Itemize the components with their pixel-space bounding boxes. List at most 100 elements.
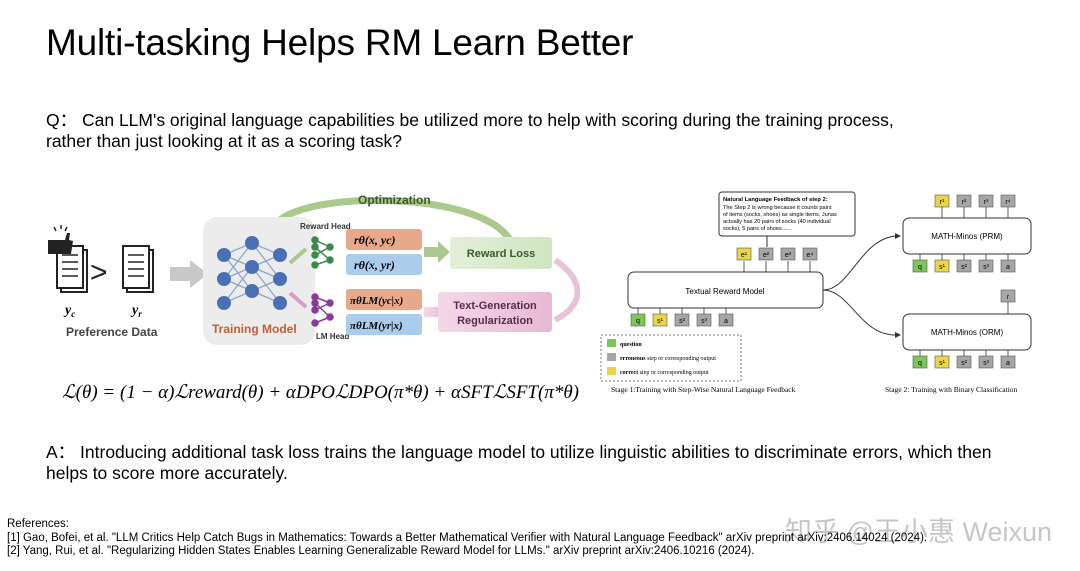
text-gen-box (438, 292, 552, 332)
question-text: Q： Can LLM's original language capabilit… (46, 110, 1056, 152)
reward-chosen-text: rθ(x, yc) (354, 233, 396, 247)
feedback-line: socks), 5 pairs of shoes...... (723, 226, 792, 232)
token (934, 355, 950, 369)
text-gen-label-2: Regularization (457, 315, 533, 327)
token-label: s² (679, 318, 686, 325)
token (736, 247, 752, 261)
token (758, 247, 774, 261)
reward-rejected-text: rθ(x, yr) (354, 258, 395, 272)
token (956, 355, 972, 369)
rejected-document-icon (122, 245, 154, 293)
thumbs-up-icon (48, 225, 73, 254)
feedback-line: of items (socks, shoes) as single items.… (723, 212, 837, 218)
legend-box (600, 334, 742, 382)
arrow-to-prm (822, 235, 896, 291)
answer-text: A： Introducing additional task loss trai… (46, 442, 1056, 484)
yr-label: yr (130, 303, 142, 319)
token (1000, 259, 1016, 273)
greater-than-sign: > (90, 256, 108, 289)
token (696, 313, 712, 327)
stage1-input-tokens: q s¹ s² s³ a (630, 313, 734, 327)
legend-swatch-question (607, 339, 616, 347)
token-label: e³ (785, 252, 792, 259)
prm-model-box (902, 217, 1032, 255)
input-arrow (170, 260, 208, 288)
policy-rejected-text: πθLM(yr|x) (350, 320, 403, 332)
token (978, 355, 994, 369)
references-heading: References: (7, 518, 70, 530)
reference-item: [1] Gao, Bofei, et al. "LLM Critics Help… (7, 531, 928, 544)
reference-item: [2] Yang, Rui, et al. "Regularizing Hidd… (7, 545, 755, 557)
legend-item: question (620, 342, 642, 348)
reward-head-label: Reward Head (300, 222, 351, 231)
policy-chosen-box (346, 289, 422, 310)
orm-output-label: r (1007, 294, 1010, 301)
token (718, 313, 734, 327)
token (780, 247, 796, 261)
answer-line-2: helps to score more accurately. (46, 463, 288, 483)
stage1-output-tokens: e¹ e² e³ e⁴ (736, 247, 818, 261)
orm-model-box (902, 313, 1032, 351)
loss-formula: ℒ(θ) = (1 − α)ℒreward(θ) + αDPOℒDPO(π*θ)… (62, 382, 579, 403)
token-label: r⁴ (1005, 199, 1010, 206)
references: References: [1] Gao, Bofei, et al. "LLM … (7, 518, 1007, 559)
token (652, 313, 668, 327)
feedback-line: The Step 2 is wrong because it counts pa… (723, 205, 832, 211)
token-label: a (724, 318, 728, 325)
feedback-box (718, 191, 856, 237)
token-label: q (918, 360, 922, 367)
policy-chosen-text: πθLM(yc|x) (350, 295, 403, 307)
optimization-label: Optimization (358, 193, 431, 207)
token (912, 355, 928, 369)
token (802, 247, 818, 261)
lm-head-icon (311, 293, 334, 327)
watermark: 知乎 @王小惠 Weixun (785, 517, 1052, 547)
reward-rejected-box (346, 254, 422, 275)
policy-rejected-box (346, 314, 422, 335)
token (934, 259, 950, 273)
token (674, 313, 690, 327)
token (630, 313, 646, 327)
reward-head-icon (311, 236, 334, 269)
question-line-1: Q： Can LLM's original language capabilit… (46, 110, 894, 130)
prm-input-tokens: q s¹ s² s³ a (912, 259, 1016, 273)
token-label: s² (961, 264, 968, 271)
preference-data-label: Preference Data (66, 325, 158, 339)
token-label: e⁴ (807, 252, 814, 259)
legend-item: erroneous step or corresponding output (620, 356, 716, 362)
token-label: s³ (701, 318, 708, 325)
reward-loss-label: Reward Loss (467, 248, 535, 260)
token-label: s¹ (939, 264, 946, 271)
token (978, 259, 994, 273)
token-label: a (1006, 360, 1010, 367)
token-label: e¹ (741, 252, 748, 259)
yc-label: yc (63, 303, 75, 319)
question-line-2: rather than just looking at it as a scor… (46, 131, 403, 151)
token-label: e² (763, 252, 770, 259)
orm-model-label: MATH-Minos (ORM) (931, 328, 1004, 337)
textual-reward-model-label: Textual Reward Model (685, 287, 764, 296)
prm-output-tokens: r¹ r² r³ r⁴ (934, 194, 1016, 208)
token-label: s³ (983, 360, 990, 367)
token (956, 259, 972, 273)
token-label: r¹ (940, 199, 945, 206)
feedback-line: actually has 20 pairs of socks (40 indiv… (723, 219, 831, 225)
answer-line-1: A： Introducing additional task loss trai… (46, 442, 992, 462)
token-label: q (636, 318, 640, 325)
legend-swatch-erroneous (607, 353, 616, 361)
training-model-box (203, 217, 315, 345)
feedback-title: Natural Language Feedback of step 2: (723, 197, 828, 203)
token-label: r³ (984, 199, 989, 206)
token-label: r² (962, 199, 967, 206)
legend-item: correct step or corresponding output (620, 370, 709, 376)
training-diagram: Optimization > yc yr Preference Data (48, 193, 580, 403)
legend-swatch-correct (607, 367, 616, 375)
stage1-caption: Stage 1:Training with Step-Wise Natural … (611, 385, 796, 394)
lm-head-label: LM Head (316, 332, 349, 341)
math-minos-diagram: Natural Language Feedback of step 2: The… (600, 191, 1032, 394)
token-label: q (918, 264, 922, 271)
text-gen-label-1: Text-Generation (453, 300, 537, 312)
optimization-arrow (272, 196, 513, 243)
prm-model-label: MATH-Minos (PRM) (931, 232, 1003, 241)
token (1000, 355, 1016, 369)
